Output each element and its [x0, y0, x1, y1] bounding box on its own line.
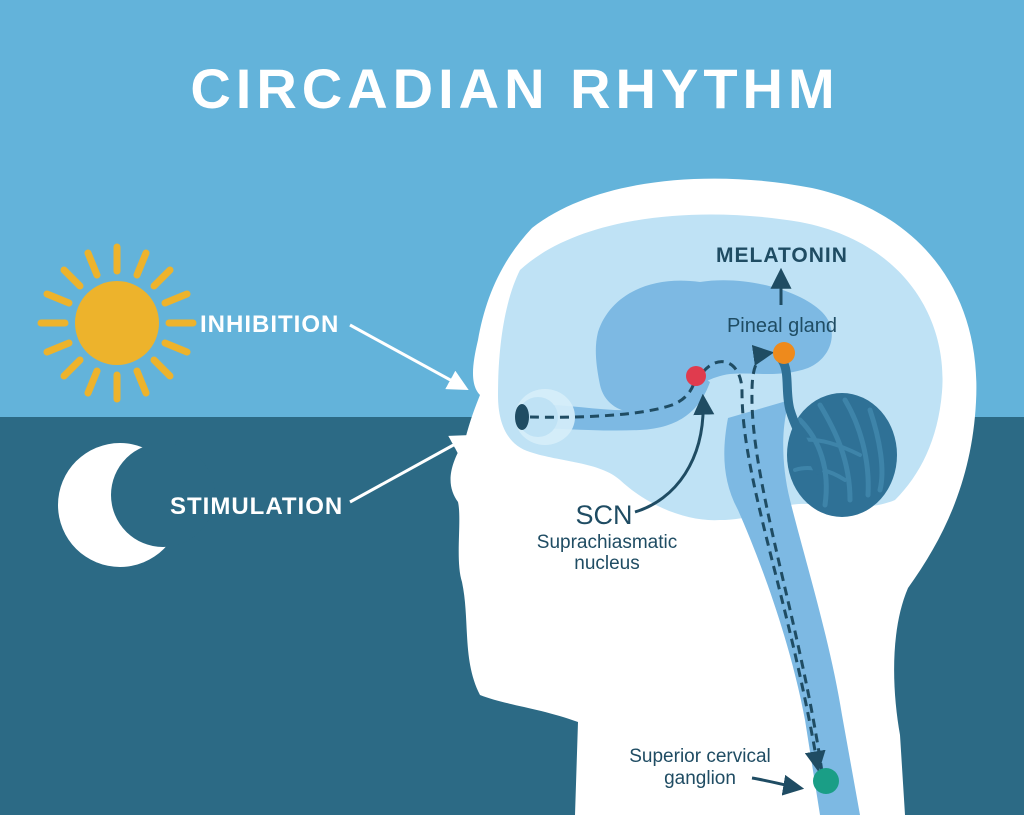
scn-dot [686, 366, 706, 386]
pineal-stalk [777, 355, 823, 475]
scn-fullname-line2: nucleus [574, 553, 640, 574]
stimulation-label: STIMULATION [170, 493, 343, 520]
scn-arrow [634, 393, 715, 514]
ganglion-dot [813, 768, 839, 794]
brain-inner [595, 280, 832, 413]
sun-icon [37, 243, 197, 403]
ganglion-label-line2: ganglion [664, 768, 736, 789]
inhibition-label: INHIBITION [200, 311, 339, 338]
pineal-gland-label: Pineal gland [727, 315, 837, 337]
brainstem [724, 400, 860, 815]
melatonin-label: MELATONIN [716, 244, 848, 267]
scn-to-ganglion-path [701, 360, 826, 773]
stimulation-arrow [349, 434, 472, 504]
page-title: CIRCADIAN RHYTHM [190, 57, 839, 120]
ganglion-label-line1: Superior cervical [629, 746, 771, 767]
ganglion-arrow [751, 774, 805, 796]
scn-label: SCN [575, 500, 632, 530]
pineal-gland-dot [773, 342, 795, 364]
inhibition-arrow [349, 323, 469, 391]
moon-icon [58, 443, 215, 567]
cerebellum [787, 393, 897, 517]
ganglion-to-pineal-path [750, 344, 824, 773]
scn-fullname-line1: Suprachiasmatic [537, 532, 677, 553]
eye-to-scn-path [529, 375, 698, 419]
